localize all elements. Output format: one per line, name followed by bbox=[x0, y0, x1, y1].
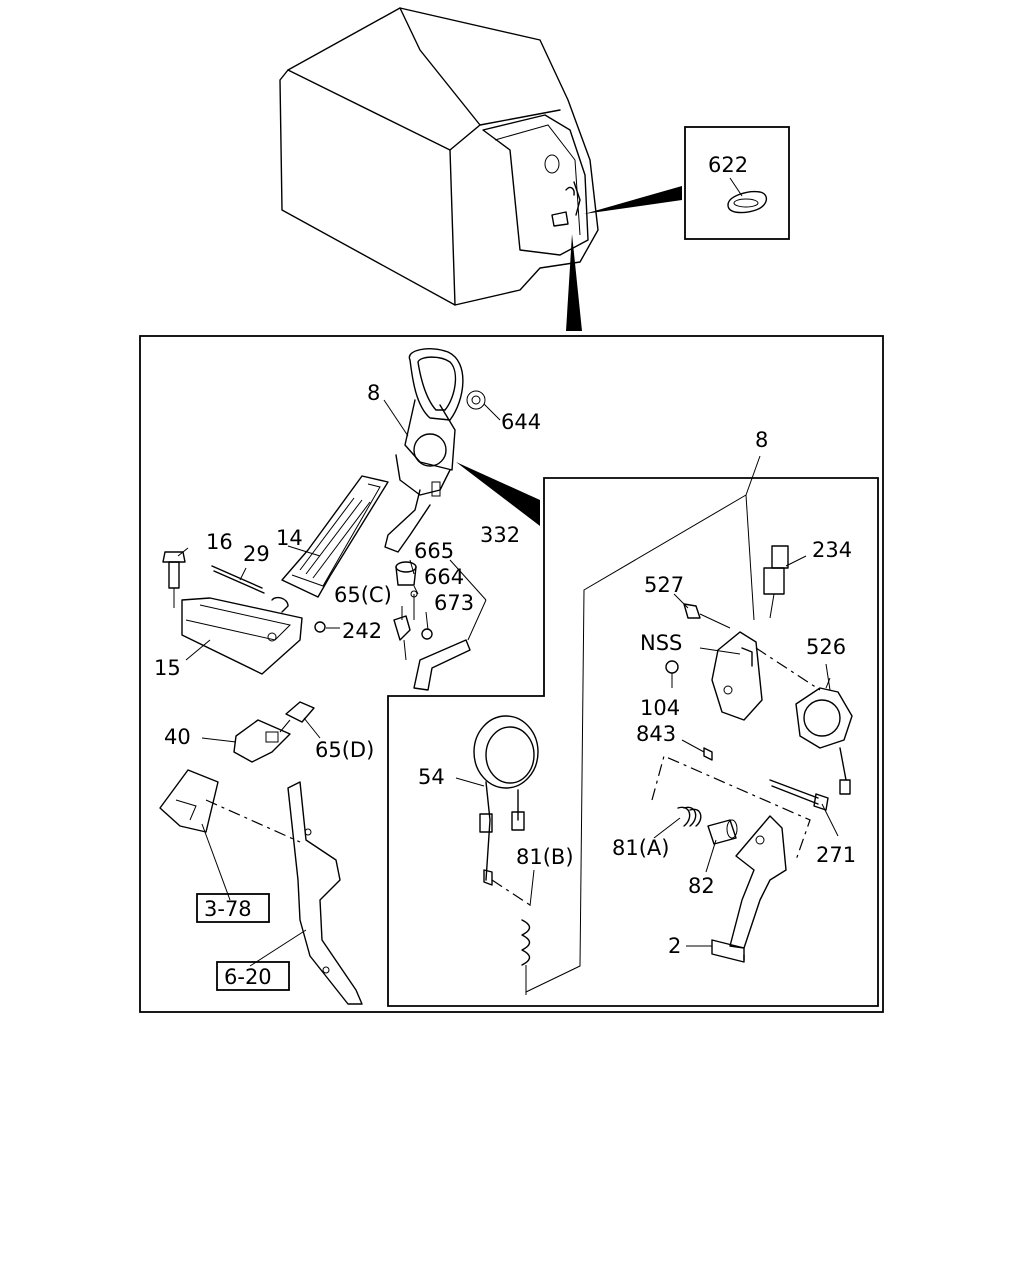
leader-main-wedge bbox=[566, 234, 582, 331]
bolt-271-drawing bbox=[769, 779, 829, 811]
callout-14: 14 bbox=[276, 526, 303, 550]
callout-527: 527 bbox=[644, 573, 684, 597]
reference-3-78[interactable]: 3-78 bbox=[196, 893, 270, 923]
callout-242: 242 bbox=[342, 619, 382, 643]
lever-2-drawing bbox=[711, 815, 787, 963]
spring-81b-drawing bbox=[491, 879, 531, 995]
callout-nss: NSS bbox=[640, 631, 682, 655]
callout-29: 29 bbox=[243, 542, 270, 566]
callout-673: 673 bbox=[434, 591, 474, 615]
main-detail-frame bbox=[139, 335, 884, 1013]
callout-8-assembly: 8 bbox=[367, 381, 380, 405]
sleeve-82-drawing bbox=[707, 819, 738, 845]
callout-271: 271 bbox=[816, 843, 856, 867]
callout-332: 332 bbox=[480, 523, 520, 547]
callout-40: 40 bbox=[164, 725, 191, 749]
callout-622: 622 bbox=[708, 153, 748, 177]
callout-15: 15 bbox=[154, 656, 181, 680]
frame-drawing bbox=[159, 769, 363, 1005]
callout-526: 526 bbox=[806, 635, 846, 659]
leader-inset-wedge bbox=[456, 462, 540, 526]
motor-526-drawing bbox=[795, 677, 853, 795]
callout-65d: 65(D) bbox=[315, 738, 374, 762]
callout-54: 54 bbox=[418, 765, 445, 789]
callout-664: 664 bbox=[424, 565, 464, 589]
callout-2: 2 bbox=[668, 934, 681, 958]
assembly-boundary-dash bbox=[651, 755, 811, 861]
pedal-assembly-drawing bbox=[384, 348, 486, 553]
pedal-pad-drawing bbox=[281, 475, 389, 598]
spring-81a-drawing bbox=[677, 806, 702, 827]
callout-234: 234 bbox=[812, 538, 852, 562]
cable-54-drawing bbox=[473, 715, 539, 886]
cab-overview-drawing bbox=[279, 7, 599, 306]
foot-rest-drawing bbox=[181, 596, 326, 675]
callout-81b: 81(B) bbox=[516, 845, 574, 869]
sensor-bracket-drawing bbox=[665, 631, 821, 761]
callout-65c: 65(C) bbox=[334, 583, 392, 607]
inset-detail-frame bbox=[387, 477, 879, 1007]
pin-29-drawing bbox=[211, 565, 265, 594]
reference-6-20-label: 6-20 bbox=[224, 965, 272, 989]
callout-81a: 81(A) bbox=[612, 836, 669, 860]
callout-644: 644 bbox=[501, 410, 541, 434]
bolt-527-drawing bbox=[683, 603, 731, 629]
detail-box-622 bbox=[684, 126, 790, 240]
callout-104: 104 bbox=[640, 696, 680, 720]
callout-82: 82 bbox=[688, 874, 715, 898]
connector-234-drawing bbox=[763, 545, 789, 619]
reference-3-78-label: 3-78 bbox=[204, 897, 252, 921]
bolt-16-drawing bbox=[162, 551, 186, 608]
leader-lines bbox=[177, 399, 839, 993]
callout-665: 665 bbox=[414, 539, 454, 563]
reference-6-20[interactable]: 6-20 bbox=[216, 961, 290, 991]
leader-622-wedge bbox=[584, 186, 682, 214]
part-622-drawing bbox=[727, 177, 767, 214]
callout-8-inset: 8 bbox=[755, 428, 768, 452]
bracket-40-drawing bbox=[233, 701, 315, 763]
callout-16: 16 bbox=[206, 530, 233, 554]
small-parts-drawing bbox=[393, 559, 487, 691]
callout-843: 843 bbox=[636, 722, 676, 746]
